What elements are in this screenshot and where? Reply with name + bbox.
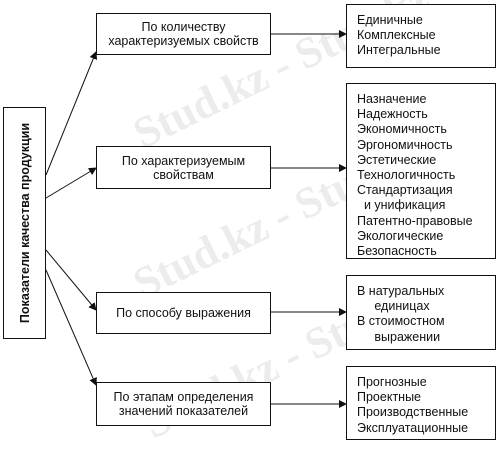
list-item: Безопасность (357, 244, 437, 259)
list-box-quantity: Единичные Комплексные Интегральные (346, 4, 496, 68)
list-item: Стандартизация (357, 183, 453, 198)
list-item: выражении (357, 329, 441, 344)
list-item: Экономичность (357, 122, 447, 137)
list-item: Надежность (357, 107, 428, 122)
category-box-stages: По этапам определения значений показател… (96, 382, 271, 426)
arrow-main-to-stages (45, 269, 97, 386)
arrow-main-to-expression (45, 249, 97, 311)
category-box-properties: По характеризуемым свойствам (96, 146, 271, 189)
list-item: Эстетические (357, 152, 437, 167)
list-item: единицах (357, 299, 430, 314)
list-item: В стоимостном (357, 314, 445, 329)
list-item: Назначение (357, 92, 427, 106)
list-item: Экологические (357, 228, 444, 243)
list-item: Проектные (357, 390, 422, 405)
list-item: Комплексные (357, 28, 436, 43)
list-item: и унификация (357, 198, 446, 213)
category-box-expression: По способу выражения (96, 292, 271, 334)
arrow-main-to-properties (45, 167, 97, 199)
list-item: Эксплуатационные (357, 420, 469, 435)
list-item: Прогнозные (357, 375, 427, 389)
arrow-main-to-quantity (45, 51, 98, 176)
category-box-quantity: По количеству характеризуемых свойств (96, 13, 271, 55)
list-item: Производственные (357, 405, 469, 420)
list-item: Эргономичность (357, 137, 453, 152)
list-item: Технологичность (357, 168, 456, 183)
list-item: Патентно-правовые (357, 213, 473, 228)
list-item: Интегральные (357, 43, 441, 58)
main-category-box: Показатели качества продукции (3, 107, 46, 339)
list-item: В натуральных (357, 284, 445, 298)
list-box-expression: В натуральных единицах В стоимостном выр… (346, 275, 496, 350)
list-box-properties: Назначение Надежность Экономичность Эрго… (346, 83, 496, 259)
main-category-label: Показатели качества продукции (17, 122, 32, 324)
list-item: Единичные (357, 13, 423, 27)
list-box-stages: Прогнозные Проектные Производственные Эк… (346, 366, 496, 440)
